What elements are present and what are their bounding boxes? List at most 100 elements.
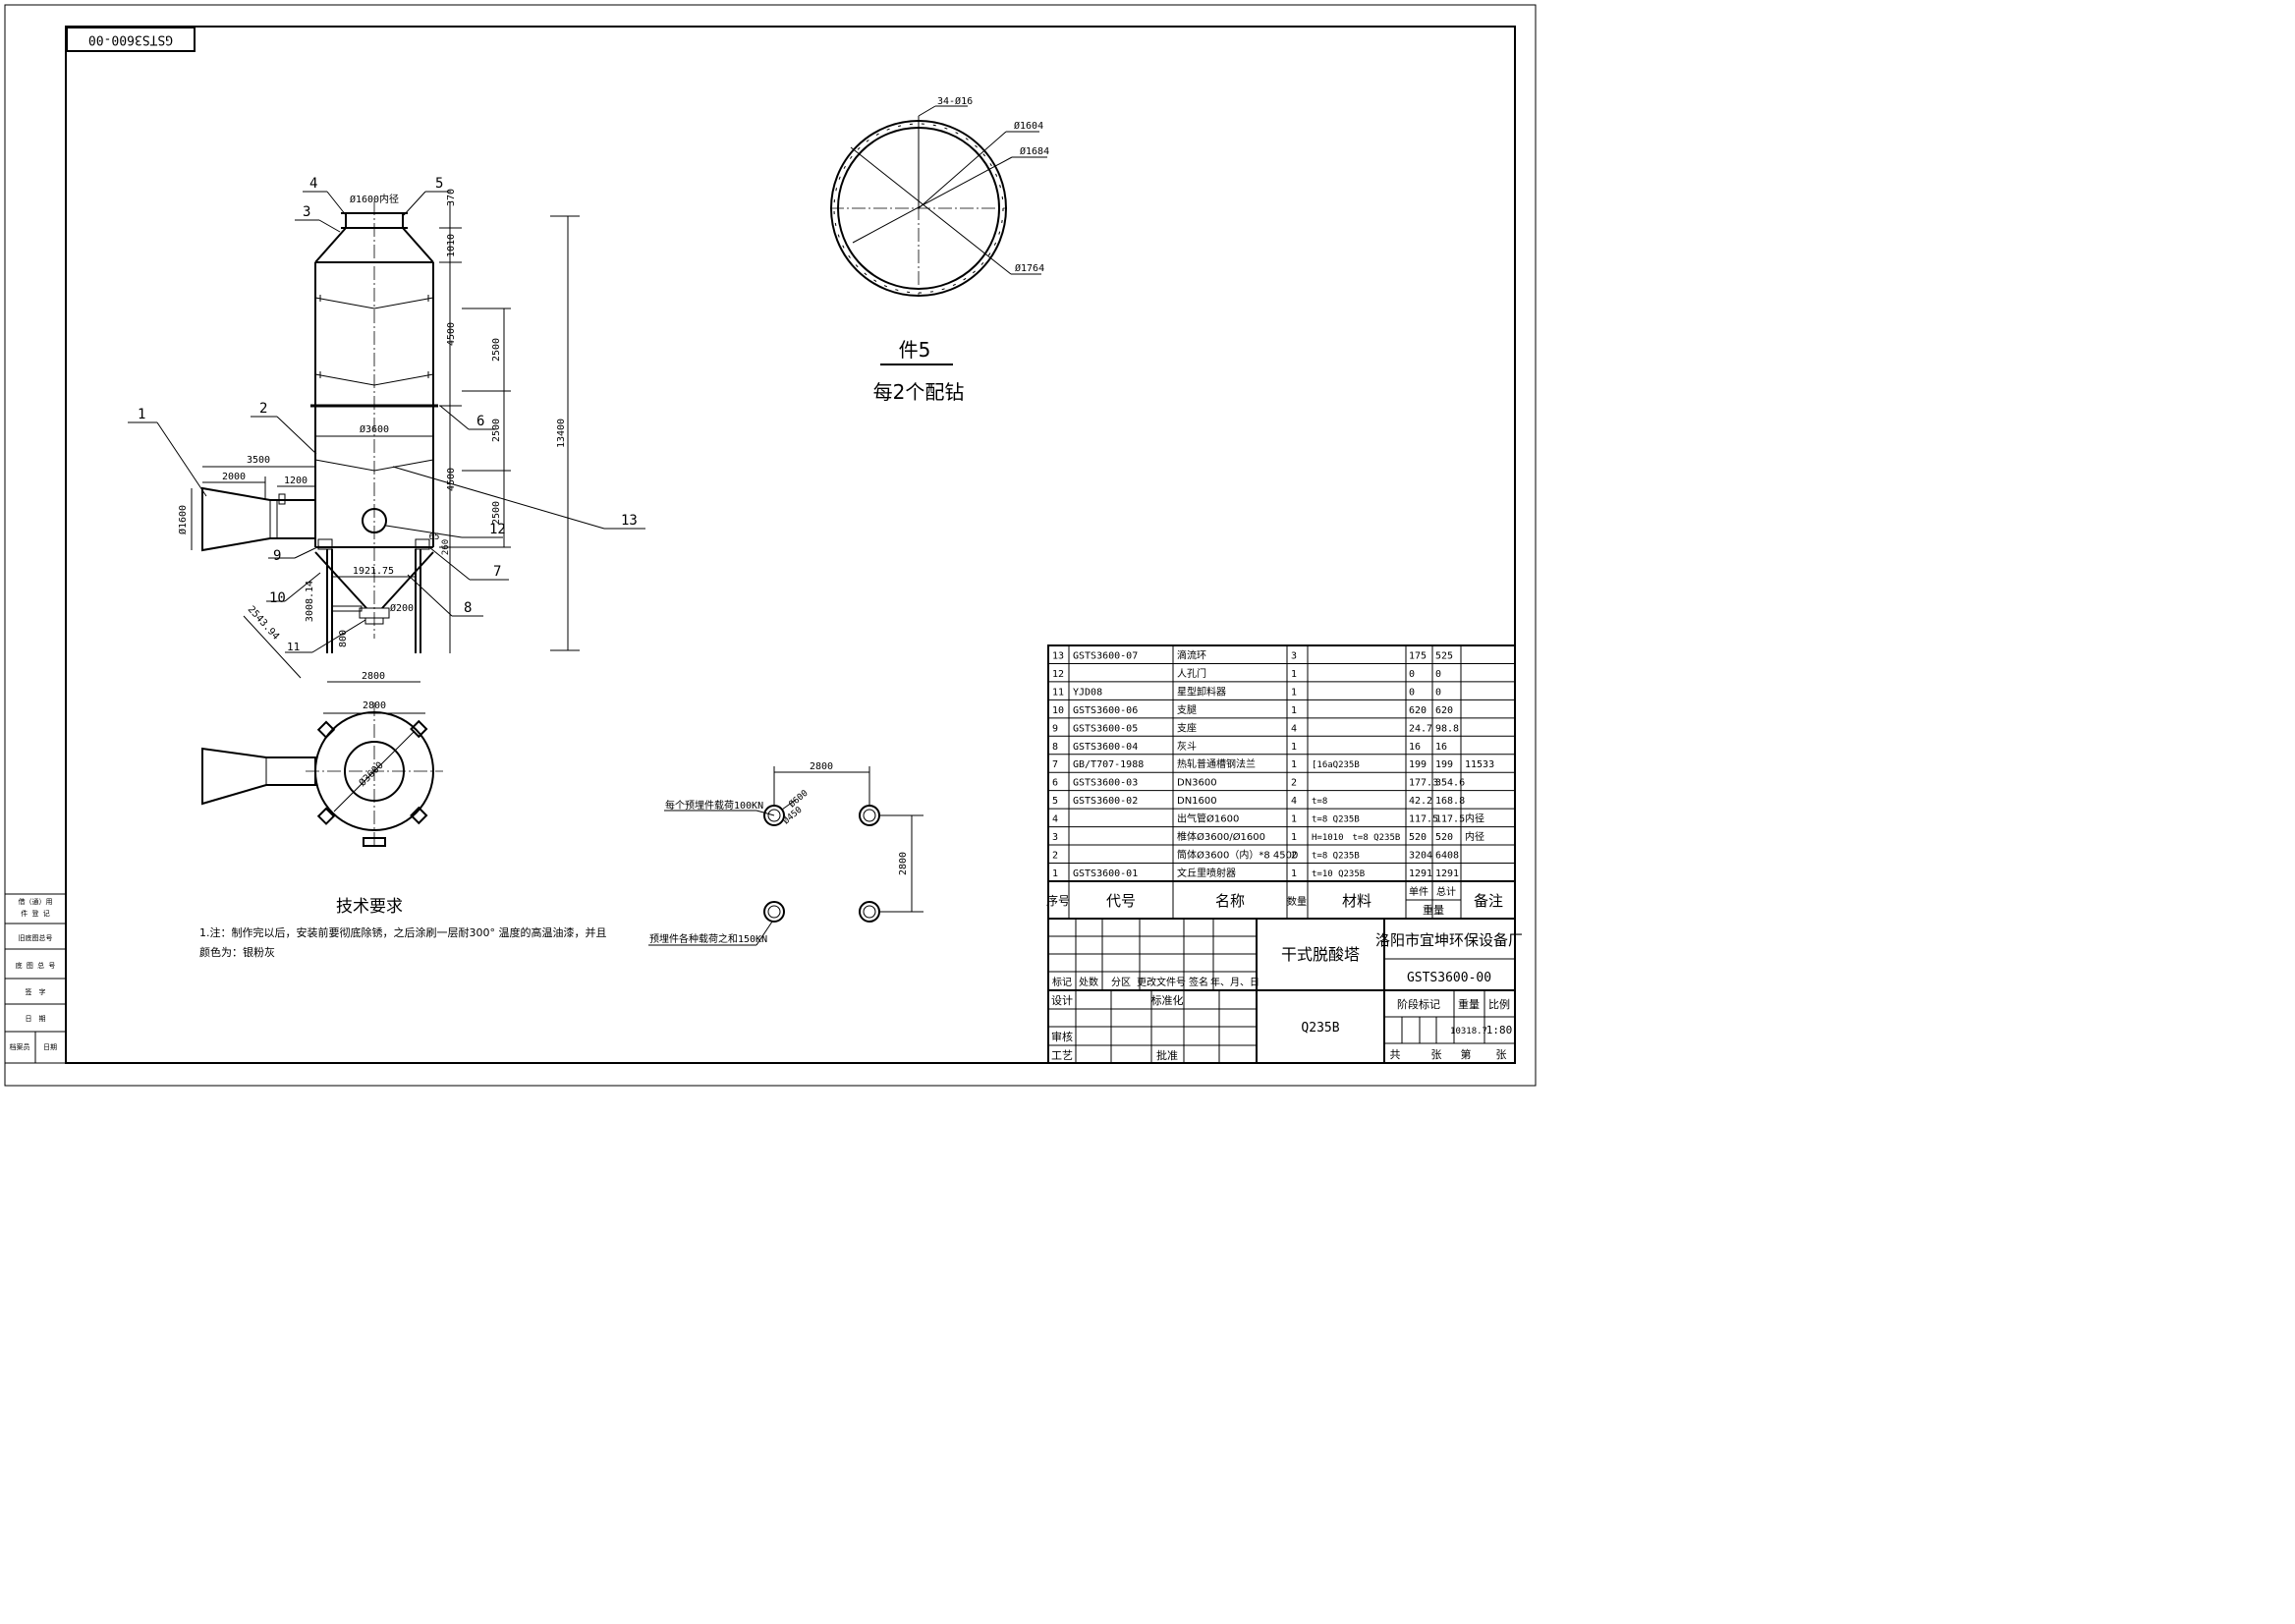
bom-cell-qty: 1 [1291,759,1297,770]
tech-line-2: 颜色为：银粉灰 [199,945,275,959]
strip-text-base-number: 底 图 总 号 [16,961,56,970]
strip-text-archivist: 档案员 [10,1042,30,1051]
bom-cell-qty: 1 [1291,669,1297,680]
bom-cell-no: 13 [1052,650,1064,661]
bom-cell-code: YJD08 [1073,687,1102,698]
bom-header-material: 材料 [1342,892,1371,910]
foundation-load-each: 每个预埋件载荷100KN [665,799,763,812]
bom-cell-qty: 2 [1291,778,1297,789]
dim-2500-a: 2500 [491,338,502,362]
dim-65: 65 [429,532,440,542]
strip-text-register: 件 登 记 [21,909,49,918]
bom-cell-material: [16aQ235B [1312,760,1360,770]
dim-3500: 3500 [247,455,270,466]
part-number-2: 2 [259,401,267,417]
bom-cell-name: 人孔门 [1177,667,1206,680]
bom-cell-total: 0 [1435,687,1441,698]
bom-cell-material: t=8 Q235B [1312,815,1360,825]
bom-cell-no: 7 [1052,759,1058,770]
bom-cell-no: 4 [1052,814,1058,825]
bom-cell-code: GSTS3600-06 [1073,705,1138,716]
foundation-plan: 2800 2800 Ø600 Ø450 每个预埋件载荷100KN 预埋件各种载荷… [648,761,924,946]
bom-cell-unit: 620 [1409,705,1427,716]
part-number-4: 4 [309,176,317,192]
bom-header-code: 代号 [1106,892,1136,910]
bom-cell-qty: 1 [1291,687,1297,698]
flange-detail-5: 34-Ø16 Ø1604 Ø1684 Ø1764 件5 每2个配钻 [830,95,1049,404]
bom-cell-name: 星型卸料器 [1177,685,1226,698]
bom-cell-no: 8 [1052,742,1058,753]
technical-requirements: 技术要求 1.注：制作完以后，安装前要彻底除锈，之后涂刷一层耐300° 温度的高… [199,897,607,959]
dim-1600: Ø1600 [177,505,189,534]
tech-title: 技术要求 [336,897,403,917]
bom-header-weight: 重量 [1423,903,1444,917]
dim-outlet: Ø1600内径 [350,193,399,205]
dim-4500-mid: 4500 [446,468,457,491]
bom-cell-total: 6408 [1435,851,1459,862]
drawing-sheet: GSTS3600-00 借（通）用 件 登 记 旧底图总号 底 图 总 号 签 … [4,4,1537,1087]
revision-column-label: 更改文件号 [1137,976,1186,988]
bom-cell-total: 620 [1435,705,1453,716]
bom-cell-total: 354.6 [1435,778,1465,789]
tb-sheet-unit1: 张 [1431,1048,1442,1061]
bom-cell-code: GB/T707-1988 [1073,759,1144,770]
bom-cell-note: 11533 [1465,759,1494,770]
bom-cell-code: GSTS3600-01 [1073,868,1138,879]
bom-cell-material: H=1010 t=8 Q235B [1312,833,1400,843]
tb-product-name: 干式脱酸塔 [1281,945,1360,964]
bom-cell-unit: 16 [1409,742,1421,753]
bom-cell-name: 滴流环 [1177,648,1206,661]
bom-cell-material: t=10 Q235B [1312,869,1365,879]
bom-header-note: 备注 [1474,892,1503,910]
bom-cell-unit: 199 [1409,759,1427,770]
dim-2000: 2000 [222,472,246,482]
tb-company: 洛阳市宜坤环保设备厂 [1375,931,1523,949]
part-number-8: 8 [464,600,472,616]
left-strip-table: 借（通）用 件 登 记 旧底图总号 底 图 总 号 签 字 日 期 档案员 日期 [4,893,67,1064]
tower-elevation [201,201,438,653]
bom-header-total: 总计 [1436,885,1456,898]
foundation-load-total: 预埋件各种载荷之和150KN [649,932,767,945]
bom-cell-no: 3 [1052,832,1058,843]
bom-cell-total: 98.8 [1435,723,1459,734]
part-number-13: 13 [621,513,638,529]
part-number-1: 1 [138,407,145,422]
part-number-7: 7 [493,564,501,580]
plan-dim-3600: Ø3600 [357,759,386,789]
bom-cell-unit: 24.7 [1409,723,1432,734]
bom-cell-name: 灰斗 [1177,740,1197,753]
bom-cell-qty: 1 [1291,705,1297,716]
bom-cell-no: 2 [1052,851,1058,862]
bom-cell-material: t=8 Q235B [1312,852,1360,862]
bom-cell-unit: 3204 [1409,851,1432,862]
bom-cell-qty: 1 [1291,742,1297,753]
bom-cell-note: 内径 [1465,830,1484,843]
bom-header-unit: 单件 [1409,886,1428,898]
bom-cell-total: 168.8 [1435,796,1465,807]
strip-text-date2: 日期 [43,1043,57,1051]
bom-cell-code: GSTS3600-04 [1073,742,1138,753]
part-number-6: 6 [476,414,484,429]
bom-cell-name: 支腿 [1177,704,1197,716]
bom-cell-qty: 4 [1291,796,1297,807]
plan-view: Ø3600 2800 [201,700,443,847]
tb-sheet-unit2: 张 [1496,1048,1507,1061]
bom-cell-unit: 42.2 [1409,796,1432,807]
bom-cell-no: 11 [1052,687,1064,698]
dim-4500-top: 4500 [446,322,457,346]
dim-3600: Ø3600 [360,423,389,435]
dim-13400: 13400 [556,419,567,448]
foundation-dim-2800-v: 2800 [898,852,909,875]
dim-3008: 3008.14 [305,581,315,622]
bom-cell-unit: 520 [1409,832,1427,843]
strip-text-borrow: 借（通）用 [19,897,53,906]
tb-weight-value: 10318.7 [1450,1027,1487,1036]
